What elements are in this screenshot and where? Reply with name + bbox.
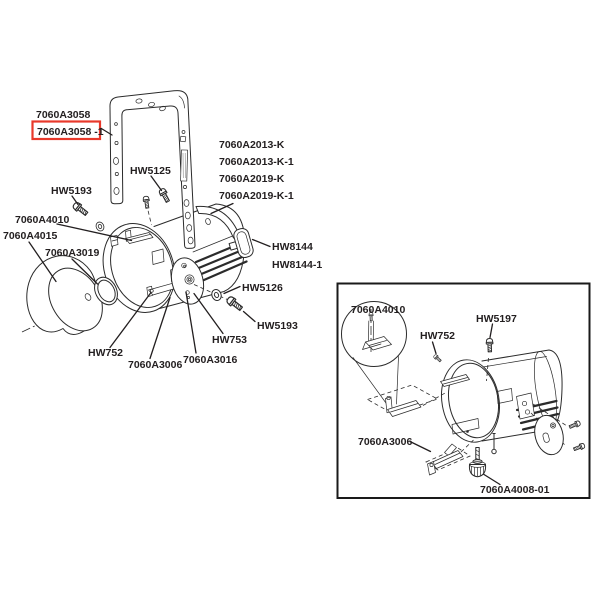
adjustment-knob	[228, 228, 254, 258]
hanger-pin	[492, 433, 496, 450]
label-hw5193-left: HW5193	[51, 185, 92, 197]
inset-border	[336, 282, 591, 499]
inset-leader-lines	[409, 323, 501, 486]
label-hw8144: HW8144	[272, 241, 313, 253]
label-hw5193-right: HW5193	[257, 320, 298, 332]
inset-label-7060a4010: 7060A4010	[351, 304, 405, 316]
label-hw5126: HW5126	[242, 282, 283, 294]
inset-detail: 7060A4010 HW752 HW5197 7060A3006 7060A40…	[336, 282, 591, 499]
label-hw8144-1: HW8144-1	[272, 259, 322, 271]
inset-label-7060a3006: 7060A3006	[358, 436, 412, 448]
label-7060a4010: 7060A4010	[15, 214, 69, 226]
side-mounting-plate	[170, 257, 205, 305]
inset-label-hw5197: HW5197	[476, 313, 517, 325]
label-yoke-highlighted: 7060A3058 -1	[37, 126, 104, 138]
label-7060a3006: 7060A3006	[128, 359, 182, 371]
rubber-foot	[468, 447, 487, 478]
label-hw5125: HW5125	[130, 165, 171, 177]
inset-bracket-top	[366, 384, 447, 417]
rim-clamp	[110, 234, 119, 247]
yoke-bracket	[109, 90, 196, 249]
inset-label-hw752: HW752	[420, 330, 455, 342]
inset-bracket-bottom	[425, 439, 474, 476]
label-7060a2013-k-1: 7060A2013-K-1	[219, 156, 294, 168]
yoke-warning-label	[180, 149, 188, 182]
label-yoke: 7060A3058	[36, 109, 90, 121]
pivot-hub	[184, 274, 195, 285]
label-7060a4015: 7060A4015	[3, 230, 57, 242]
label-7060a2019-k-1: 7060A2019-K-1	[219, 190, 294, 202]
reflector-bracket-top	[125, 229, 154, 244]
interior-slot	[151, 248, 165, 265]
leader-lines	[28, 127, 271, 360]
label-hw753: HW753	[212, 334, 247, 346]
label-7060a2019-k: 7060A2019-K	[219, 173, 285, 185]
label-7060a3019: 7060A3019	[45, 247, 99, 259]
label-7060a3016: 7060A3016	[183, 354, 237, 366]
inset-vent-slots	[515, 399, 560, 431]
mounted-bracket	[440, 374, 470, 387]
magnifier-detail	[341, 301, 407, 407]
inset-label-7060a4008-01: 7060A4008-01	[480, 484, 550, 496]
label-7060a2013-k: 7060A2013-K	[219, 139, 285, 151]
rear-plate	[534, 414, 586, 456]
magnifier-cone-lines	[352, 356, 399, 407]
vent-slots	[194, 240, 249, 283]
reflector-cone	[26, 255, 103, 335]
rear-hub	[516, 392, 535, 420]
label-hw752: HW752	[88, 347, 123, 359]
retaining-ring	[94, 276, 118, 306]
highlight-box	[31, 120, 102, 141]
